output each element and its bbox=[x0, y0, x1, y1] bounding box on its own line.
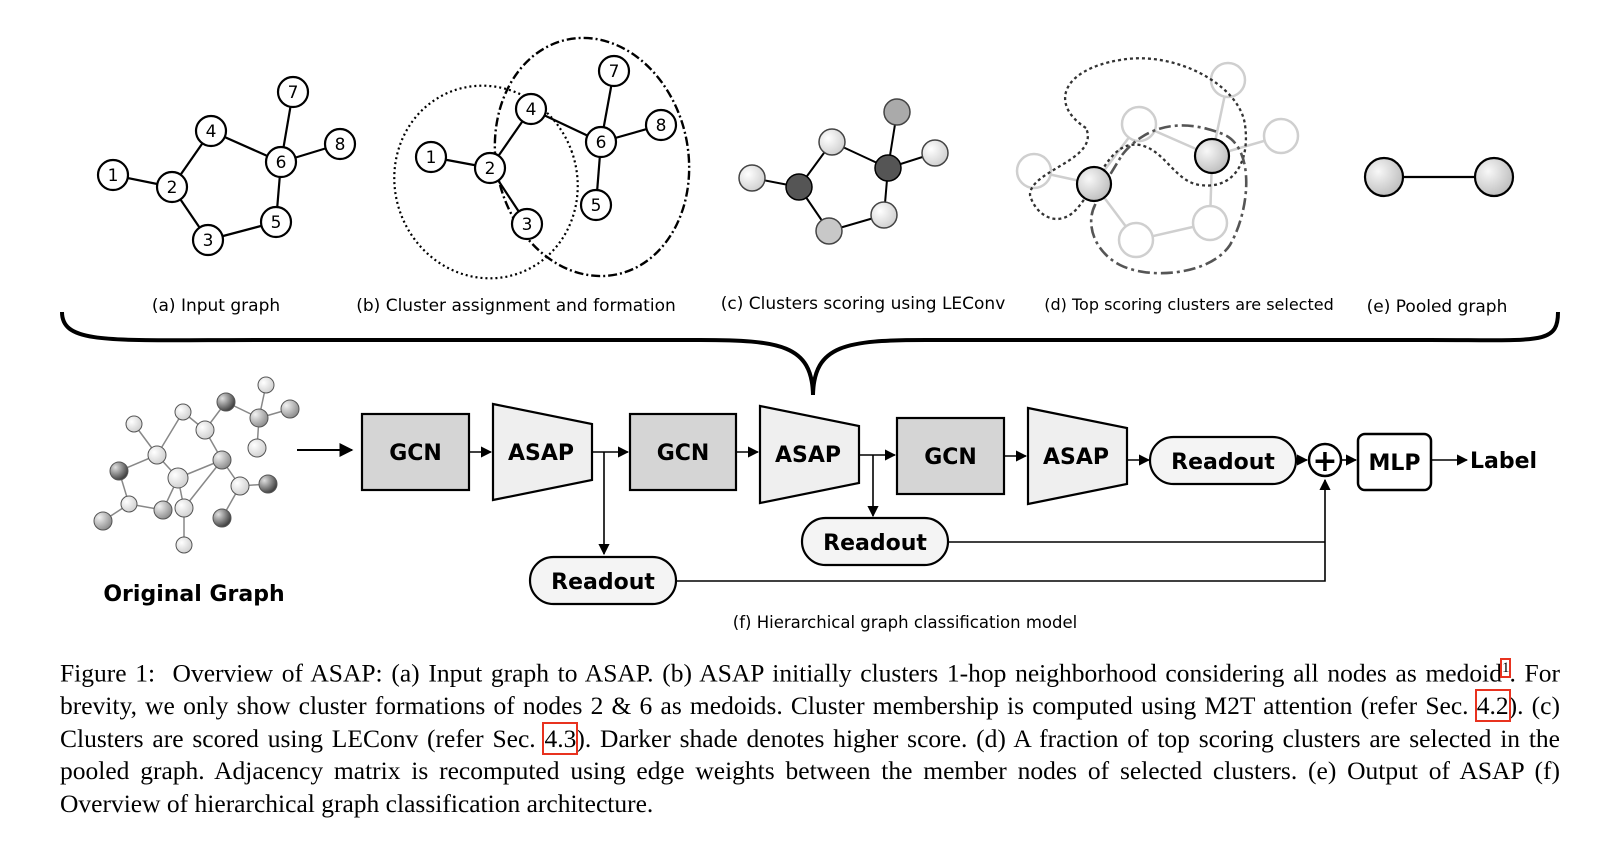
readout-label: Readout bbox=[1171, 450, 1275, 475]
readout-block-3: Readout bbox=[1148, 435, 1298, 486]
sum-node: + bbox=[1307, 442, 1343, 479]
caption-text: ). Darker shade denotes higher score. (d… bbox=[60, 723, 1561, 818]
section-ref-link[interactable]: 4.3 bbox=[542, 721, 579, 755]
readout-label: Readout bbox=[551, 570, 655, 595]
cluster-graph-node: 1 bbox=[414, 140, 448, 174]
subfigure-b-label: (b) Cluster assignment and formation bbox=[356, 296, 676, 316]
readout-block-2: Readout bbox=[800, 516, 950, 567]
input-graph: 1 2 3 4 5 6 7 8 bbox=[96, 75, 357, 257]
figure-caption: Figure 1: Overview of ASAP: (a) Input gr… bbox=[60, 652, 1560, 820]
caption-text: Overview of ASAP: (a) Input graph to ASA… bbox=[172, 658, 1502, 688]
node-label: 3 bbox=[203, 231, 214, 251]
selected-cluster-outline-1 bbox=[1028, 57, 1248, 221]
selected-cluster-node bbox=[1193, 137, 1231, 175]
gcn-block-2: GCN bbox=[628, 412, 738, 492]
node-label: 7 bbox=[609, 62, 620, 82]
subfigure-f-label: (f) Hierarchical graph classification mo… bbox=[733, 613, 1077, 632]
node-label: 8 bbox=[335, 135, 346, 155]
asap-label: ASAP bbox=[1043, 445, 1109, 470]
readout-label: Readout bbox=[823, 531, 927, 556]
caption-text: . For brevity, we only show cluster form… bbox=[60, 658, 1560, 721]
node-label: 6 bbox=[276, 153, 287, 173]
node-label: 8 bbox=[656, 116, 667, 136]
cluster-graph-node: 5 bbox=[579, 188, 613, 222]
input-graph-node: 2 bbox=[155, 170, 189, 204]
asap-overview-figure: 1 2 3 4 5 6 7 8 (a) Input graph 1 2 3 4 … bbox=[60, 36, 1560, 632]
output-label: Label bbox=[1470, 449, 1537, 474]
subfigure-c-label: (c) Clusters scoring using LEConv bbox=[721, 294, 1006, 314]
subfigure-d-label: (d) Top scoring clusters are selected bbox=[1044, 295, 1333, 314]
cluster-graph-node: 4 bbox=[514, 92, 548, 126]
node-label: 2 bbox=[167, 178, 178, 198]
node-label: 4 bbox=[526, 100, 537, 120]
pooled-graph bbox=[1363, 156, 1515, 198]
input-graph-node: 6 bbox=[264, 145, 298, 179]
cluster-graph-node: 8 bbox=[644, 108, 678, 142]
scored-node bbox=[738, 164, 766, 192]
overview-brace bbox=[60, 311, 1560, 396]
cluster-scoring-graph bbox=[738, 98, 949, 245]
scored-node-mid bbox=[883, 98, 911, 126]
subfigure-e-label: (e) Pooled graph bbox=[1367, 297, 1508, 317]
gcn-label: GCN bbox=[924, 445, 977, 470]
node-label: 6 bbox=[596, 133, 607, 153]
cluster-graph-node: 6 bbox=[584, 125, 618, 159]
caption-figure-label: Figure 1: bbox=[60, 658, 156, 688]
scored-node bbox=[870, 201, 898, 229]
asap-label: ASAP bbox=[775, 443, 841, 468]
asap-label: ASAP bbox=[508, 441, 574, 466]
original-graph bbox=[93, 376, 300, 554]
scored-node-high bbox=[874, 154, 902, 182]
node-label: 1 bbox=[426, 148, 437, 168]
mlp-block: MLP bbox=[1356, 432, 1433, 492]
asap-block-2: ASAP bbox=[758, 404, 861, 505]
input-graph-node: 5 bbox=[259, 205, 293, 239]
gcn-label: GCN bbox=[657, 441, 710, 466]
scored-node-high bbox=[785, 173, 813, 201]
asap-block-3: ASAP bbox=[1026, 406, 1129, 506]
cluster-graph-node: 2 bbox=[473, 151, 507, 185]
asap-block-1: ASAP bbox=[491, 402, 594, 502]
caption-text: ). (c) Clusters are scored using LEConv … bbox=[60, 691, 1560, 753]
node-label: 3 bbox=[522, 215, 533, 235]
scored-node bbox=[818, 128, 846, 156]
selected-clusters-graph bbox=[1015, 57, 1300, 275]
scored-node-mid bbox=[815, 217, 843, 245]
cluster-of-node-6 bbox=[493, 36, 691, 278]
scored-node bbox=[921, 139, 949, 167]
pipeline-connectors bbox=[297, 443, 1469, 582]
gcn-label: GCN bbox=[389, 441, 442, 466]
node-label: 2 bbox=[485, 159, 496, 179]
gcn-block-1: GCN bbox=[360, 412, 471, 492]
selected-cluster-outline-2 bbox=[1089, 124, 1248, 275]
node-label: 5 bbox=[591, 196, 602, 216]
selected-cluster-node bbox=[1075, 165, 1113, 203]
sum-symbol: + bbox=[1312, 444, 1337, 479]
pooled-node bbox=[1473, 156, 1515, 198]
node-label: 7 bbox=[288, 83, 299, 103]
section-ref-link[interactable]: 4.2 bbox=[1474, 689, 1511, 722]
readout-block-1: Readout bbox=[528, 555, 678, 606]
node-label: 5 bbox=[271, 213, 282, 233]
input-graph-node: 7 bbox=[276, 75, 310, 109]
cluster-graph-node: 3 bbox=[510, 207, 544, 241]
input-graph-node: 3 bbox=[191, 223, 225, 257]
input-graph-node: 8 bbox=[323, 127, 357, 161]
gcn-block-3: GCN bbox=[895, 416, 1006, 496]
footnote-ref[interactable]: 1 bbox=[1500, 658, 1512, 678]
mlp-label: MLP bbox=[1368, 451, 1420, 476]
input-graph-node: 4 bbox=[194, 114, 228, 148]
node-label: 4 bbox=[206, 122, 217, 142]
node-label: 1 bbox=[108, 166, 119, 186]
cluster-graph-node: 7 bbox=[597, 54, 631, 88]
cluster-assignment-graph: 1 2 3 4 5 6 7 8 bbox=[393, 36, 691, 280]
subfigure-a-label: (a) Input graph bbox=[152, 296, 280, 316]
original-graph-label: Original Graph bbox=[103, 582, 284, 607]
pooled-node bbox=[1363, 156, 1405, 198]
input-graph-node: 1 bbox=[96, 158, 130, 192]
